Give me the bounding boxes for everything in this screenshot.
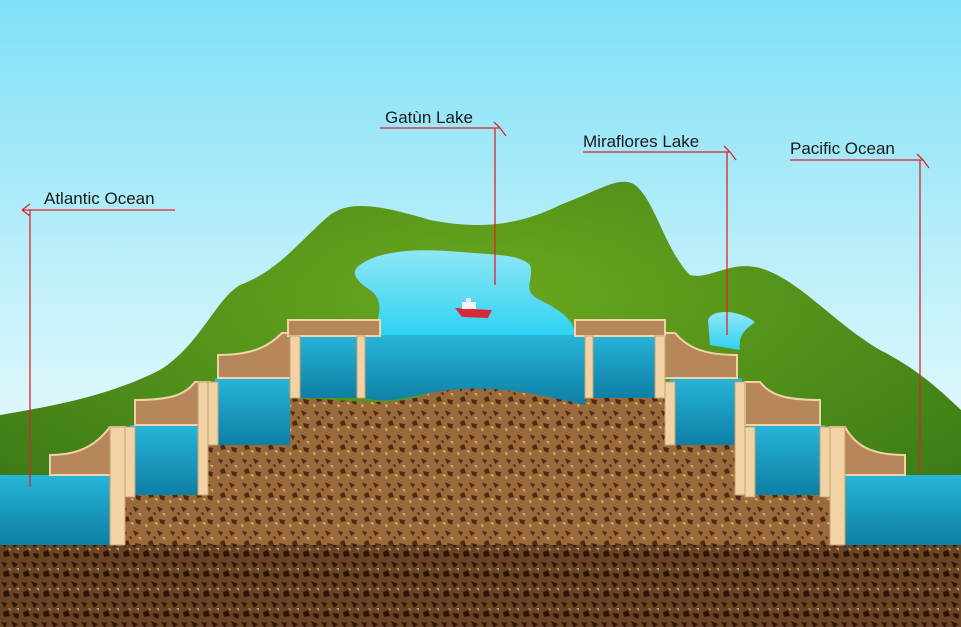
lock-water: [215, 378, 290, 445]
label-atlantic-ocean: Atlantic Ocean: [44, 189, 155, 208]
lock-water: [670, 378, 742, 445]
gatun-leader: [380, 121, 507, 285]
gatun-lake: [354, 250, 575, 335]
lock-water: [130, 425, 208, 495]
lock-water: [298, 335, 363, 398]
lock-gates: [109, 335, 846, 546]
pacific-water: [840, 475, 961, 545]
leader-lines: [21, 121, 930, 487]
bedrock: [0, 545, 961, 627]
label-pacific-ocean: Pacific Ocean: [790, 139, 895, 158]
gatun-lake-channel: [365, 335, 585, 405]
label-gatun-lake: Gatùn Lake: [385, 108, 473, 127]
lock-caps: [287, 319, 666, 337]
ground: [0, 385, 830, 545]
canal-water: [0, 335, 961, 545]
pacific-leader: [790, 153, 930, 473]
ship-icon: [455, 298, 492, 318]
label-miraflores-lake: Miraflores Lake: [583, 132, 699, 151]
atlantic-leader: [21, 203, 175, 487]
lock-water: [750, 425, 825, 495]
miraflores-lake: [708, 311, 755, 350]
atlantic-water: [0, 475, 110, 545]
lock-water: [590, 335, 660, 398]
miraflores-leader: [583, 145, 737, 335]
